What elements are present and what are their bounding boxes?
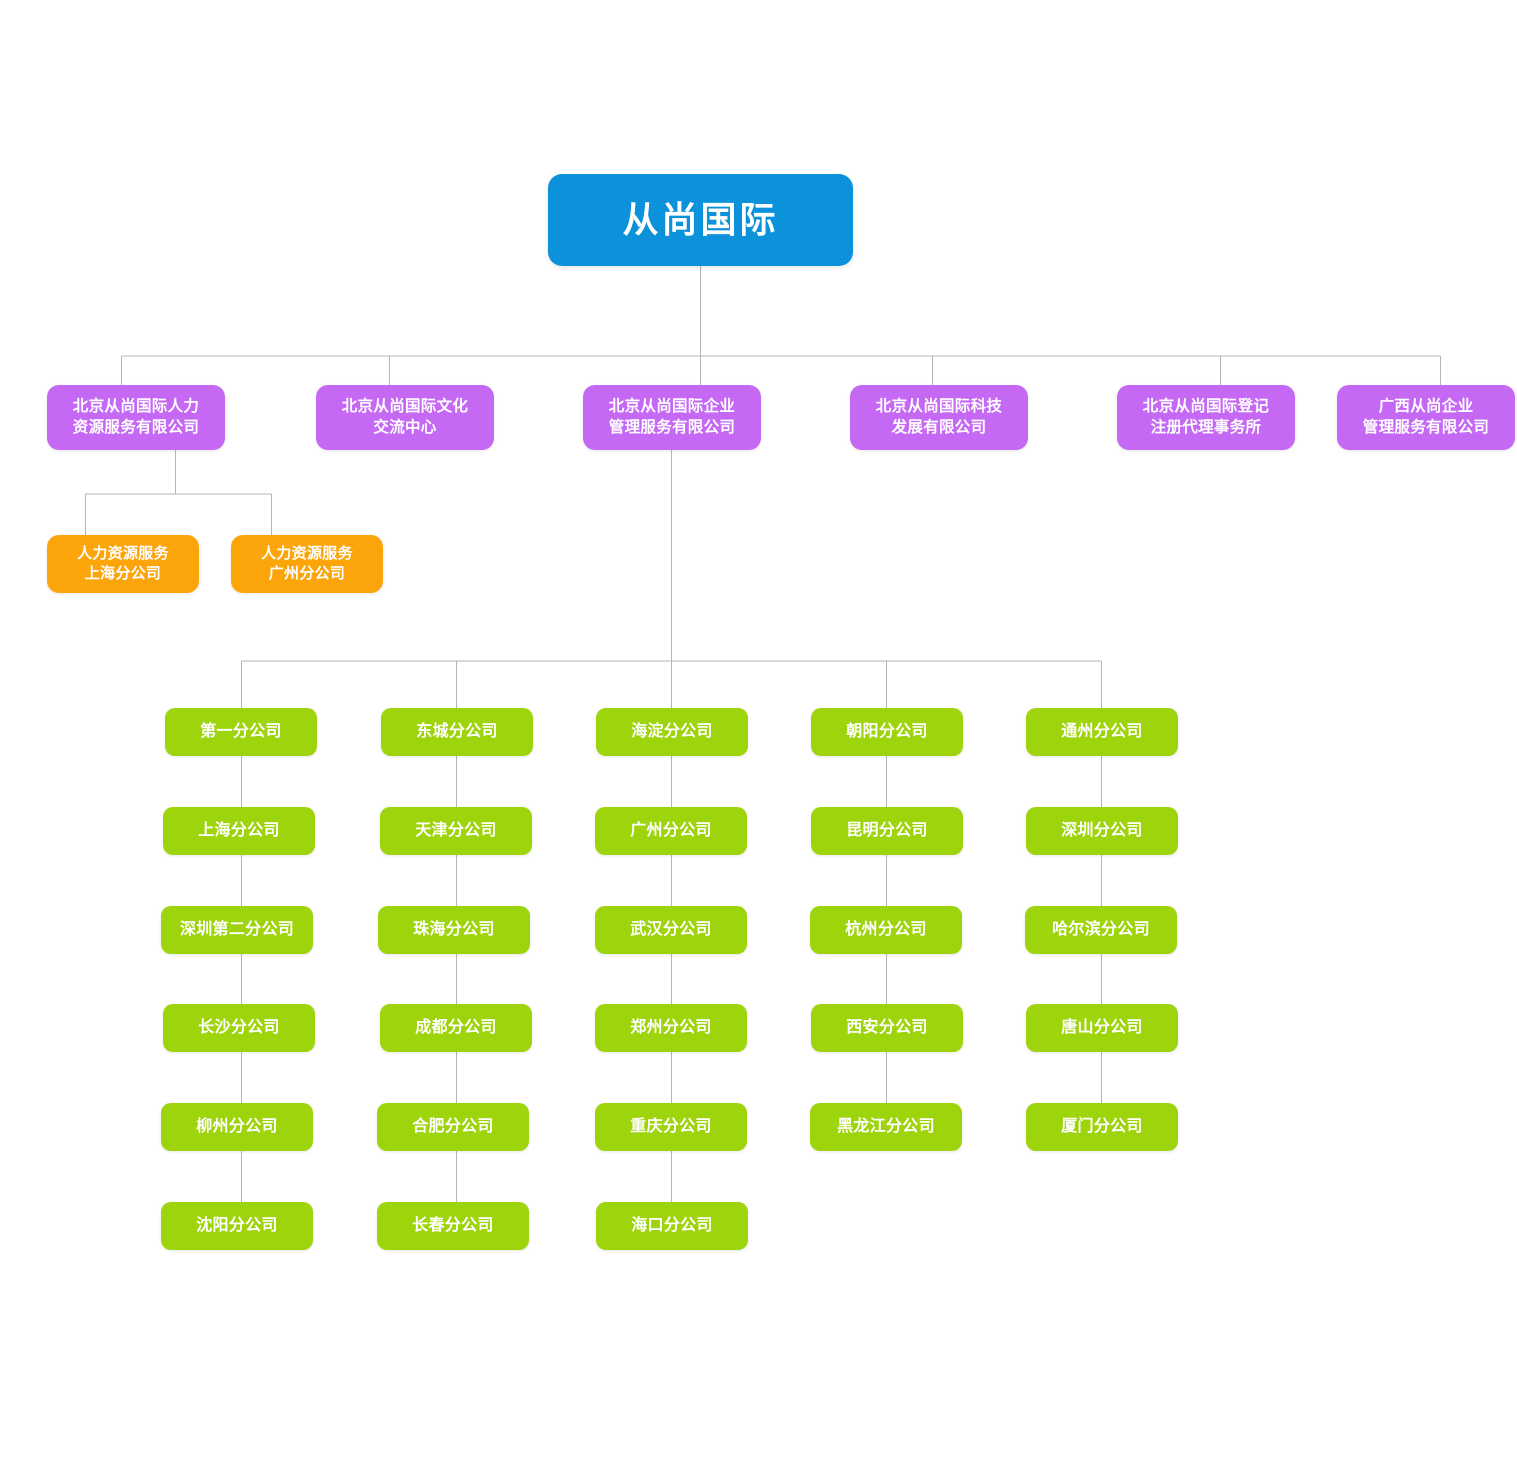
- node-branch-label: 海口分公司: [631, 1217, 713, 1235]
- node-branch-column-4-item-2[interactable]: 昆明分公司: [811, 807, 963, 855]
- node-branch-label: 唐山分公司: [1061, 1019, 1143, 1037]
- node-branch-column-5-item-5[interactable]: 厦门分公司: [1026, 1103, 1178, 1151]
- node-branch-label: 海淀分公司: [631, 723, 713, 741]
- node-branch-column-1-item-4[interactable]: 长沙分公司: [163, 1004, 315, 1052]
- node-branch-column-3-item-4[interactable]: 郑州分公司: [595, 1004, 747, 1052]
- node-division-culture[interactable]: 北京从尚国际文化 交流中心: [316, 385, 494, 450]
- node-root-label: 从尚国际: [622, 199, 779, 241]
- node-branch-column-3-item-2[interactable]: 广州分公司: [595, 807, 747, 855]
- node-division-technology-label: 北京从尚国际科技 发展有限公司: [875, 398, 1003, 436]
- node-branch-label: 东城分公司: [416, 723, 498, 741]
- node-branch-column-2-item-5[interactable]: 合肥分公司: [377, 1103, 529, 1151]
- node-branch-label: 天津分公司: [415, 822, 497, 840]
- node-division-enterprise-management[interactable]: 北京从尚国际企业 管理服务有限公司: [583, 385, 761, 450]
- node-branch-label: 广州分公司: [630, 822, 712, 840]
- node-division-registration-agency-label: 北京从尚国际登记 注册代理事务所: [1142, 398, 1270, 436]
- node-branch-column-4-item-4[interactable]: 西安分公司: [811, 1004, 963, 1052]
- node-branch-column-2-item-6[interactable]: 长春分公司: [377, 1202, 529, 1250]
- node-branch-label: 第一分公司: [200, 723, 282, 741]
- node-branch-label: 重庆分公司: [630, 1118, 712, 1136]
- node-branch-column-1-item-1[interactable]: 第一分公司: [165, 708, 317, 756]
- node-branch-label: 成都分公司: [415, 1019, 497, 1037]
- node-branch-column-1-item-6[interactable]: 沈阳分公司: [161, 1202, 313, 1250]
- node-branch-column-2-item-1[interactable]: 东城分公司: [381, 708, 533, 756]
- node-branch-column-2-item-4[interactable]: 成都分公司: [380, 1004, 532, 1052]
- node-branch-column-3-item-6[interactable]: 海口分公司: [596, 1202, 748, 1250]
- node-branch-label: 珠海分公司: [413, 921, 495, 939]
- node-branch-label: 杭州分公司: [845, 921, 927, 939]
- node-branch-label: 上海分公司: [198, 822, 280, 840]
- node-root[interactable]: 从尚国际: [548, 174, 853, 266]
- node-branch-column-3-item-5[interactable]: 重庆分公司: [595, 1103, 747, 1151]
- node-division-hr-label: 北京从尚国际人力 资源服务有限公司: [72, 398, 200, 436]
- node-branch-column-3-item-1[interactable]: 海淀分公司: [596, 708, 748, 756]
- node-division-registration-agency[interactable]: 北京从尚国际登记 注册代理事务所: [1117, 385, 1295, 450]
- node-division-technology[interactable]: 北京从尚国际科技 发展有限公司: [850, 385, 1028, 450]
- node-division-enterprise-management-label: 北京从尚国际企业 管理服务有限公司: [608, 398, 736, 436]
- node-branch-label: 黑龙江分公司: [837, 1118, 935, 1136]
- node-branch-column-1-item-2[interactable]: 上海分公司: [163, 807, 315, 855]
- node-hr-branch-guangzhou-label: 人力资源服务 广州分公司: [261, 545, 353, 582]
- node-branch-label: 哈尔滨分公司: [1052, 921, 1150, 939]
- node-hr-branch-shanghai-label: 人力资源服务 上海分公司: [77, 545, 169, 582]
- node-branch-column-4-item-1[interactable]: 朝阳分公司: [811, 708, 963, 756]
- node-branch-column-5-item-2[interactable]: 深圳分公司: [1026, 807, 1178, 855]
- node-branch-column-5-item-1[interactable]: 通州分公司: [1026, 708, 1178, 756]
- node-hr-branch-shanghai[interactable]: 人力资源服务 上海分公司: [47, 535, 199, 593]
- node-branch-column-3-item-3[interactable]: 武汉分公司: [595, 906, 747, 954]
- node-branch-column-2-item-3[interactable]: 珠海分公司: [378, 906, 530, 954]
- node-branch-label: 长春分公司: [412, 1217, 494, 1235]
- node-branch-column-4-item-5[interactable]: 黑龙江分公司: [810, 1103, 962, 1151]
- node-branch-column-4-item-3[interactable]: 杭州分公司: [810, 906, 962, 954]
- node-branch-column-5-item-4[interactable]: 唐山分公司: [1026, 1004, 1178, 1052]
- node-branch-column-1-item-3[interactable]: 深圳第二分公司: [161, 906, 313, 954]
- node-hr-branch-guangzhou[interactable]: 人力资源服务 广州分公司: [231, 535, 383, 593]
- node-branch-label: 合肥分公司: [412, 1118, 494, 1136]
- node-branch-label: 深圳分公司: [1061, 822, 1143, 840]
- node-branch-label: 沈阳分公司: [196, 1217, 278, 1235]
- node-division-hr[interactable]: 北京从尚国际人力 资源服务有限公司: [47, 385, 225, 450]
- node-branch-label: 长沙分公司: [198, 1019, 280, 1037]
- node-branch-label: 昆明分公司: [846, 822, 928, 840]
- node-branch-label: 柳州分公司: [196, 1118, 278, 1136]
- node-branch-label: 通州分公司: [1061, 723, 1143, 741]
- node-division-guangxi[interactable]: 广西从尚企业 管理服务有限公司: [1337, 385, 1515, 450]
- node-branch-label: 厦门分公司: [1061, 1118, 1143, 1136]
- node-branch-label: 武汉分公司: [630, 921, 712, 939]
- node-division-culture-label: 北京从尚国际文化 交流中心: [341, 398, 469, 436]
- node-branch-column-2-item-2[interactable]: 天津分公司: [380, 807, 532, 855]
- node-branch-label: 朝阳分公司: [846, 723, 928, 741]
- node-branch-label: 西安分公司: [846, 1019, 928, 1037]
- node-branch-column-5-item-3[interactable]: 哈尔滨分公司: [1025, 906, 1177, 954]
- node-branch-column-1-item-5[interactable]: 柳州分公司: [161, 1103, 313, 1151]
- node-branch-label: 深圳第二分公司: [179, 921, 295, 939]
- node-division-guangxi-label: 广西从尚企业 管理服务有限公司: [1362, 398, 1490, 436]
- node-branch-label: 郑州分公司: [630, 1019, 712, 1037]
